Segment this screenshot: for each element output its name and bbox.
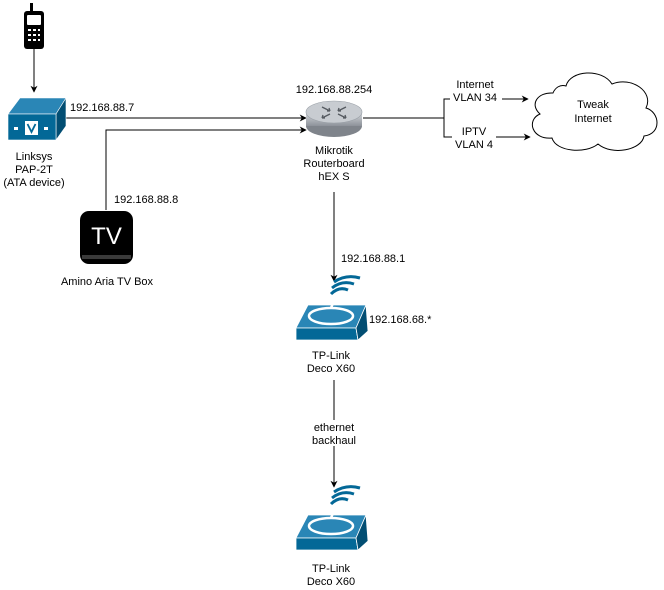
wireless-access-point-icon <box>295 275 369 341</box>
ata-ip-label: 192.168.88.7 <box>70 102 134 114</box>
internet-vlan-label: Internet VLAN 34 <box>450 78 502 104</box>
wireless-access-point-icon <box>295 485 369 551</box>
router-label-line-2: Routerboard <box>303 158 364 170</box>
router-ip: 192.168.88.254 <box>296 84 372 96</box>
ata-device-icon <box>7 96 67 141</box>
router-label-line-3: hEX S <box>318 171 349 183</box>
backhaul-label: ethernet backhaul <box>306 420 362 447</box>
internet-label-line-2: VLAN 34 <box>453 92 497 104</box>
tvbox-label: Amino Aria TV Box <box>61 276 154 288</box>
deco1-label-line-2: Deco X60 <box>307 363 355 375</box>
iptv-label-line-1: IPTV <box>462 126 487 138</box>
deco2-label-line-2: Deco X60 <box>307 576 355 588</box>
ata-label-line-1: Linksys <box>16 151 53 163</box>
cloud-label-line-1: Tweak <box>577 99 609 111</box>
deco-subnet: 192.168.68.* <box>369 314 432 326</box>
mobile-phone-icon <box>24 3 44 49</box>
ata-label-line-2: PAP-2T <box>15 164 53 176</box>
iptv-vlan-label: IPTV VLAN 4 <box>452 125 496 151</box>
edge-tvbox-to-router <box>105 126 307 210</box>
ata-label-line-3: (ATA device) <box>3 177 64 189</box>
tv-box-icon-text: TV <box>91 223 122 250</box>
cloud-label-line-2: Internet <box>574 113 611 125</box>
router-icon <box>305 100 363 137</box>
backhaul-label-line-1: ethernet <box>314 422 354 434</box>
edges <box>30 48 531 488</box>
edge-router-iptv <box>443 118 531 141</box>
iptv-label-line-2: VLAN 4 <box>455 139 493 151</box>
deco2-label-line-1: TP-Link <box>312 563 350 575</box>
internet-label-line-1: Internet <box>456 79 493 91</box>
backhaul-label-line-2: backhaul <box>312 435 356 447</box>
cloud-icon <box>531 72 658 151</box>
edge-router-internet <box>363 95 529 119</box>
deco-uplink-ip: 192.168.88.1 <box>341 253 405 265</box>
router-label-line-1: Mikrotik <box>315 145 353 157</box>
tv-box-icon: TV <box>80 211 133 264</box>
tvbox-ip-label: 192.168.88.8 <box>114 194 178 206</box>
deco1-label-line-1: TP-Link <box>312 350 350 362</box>
